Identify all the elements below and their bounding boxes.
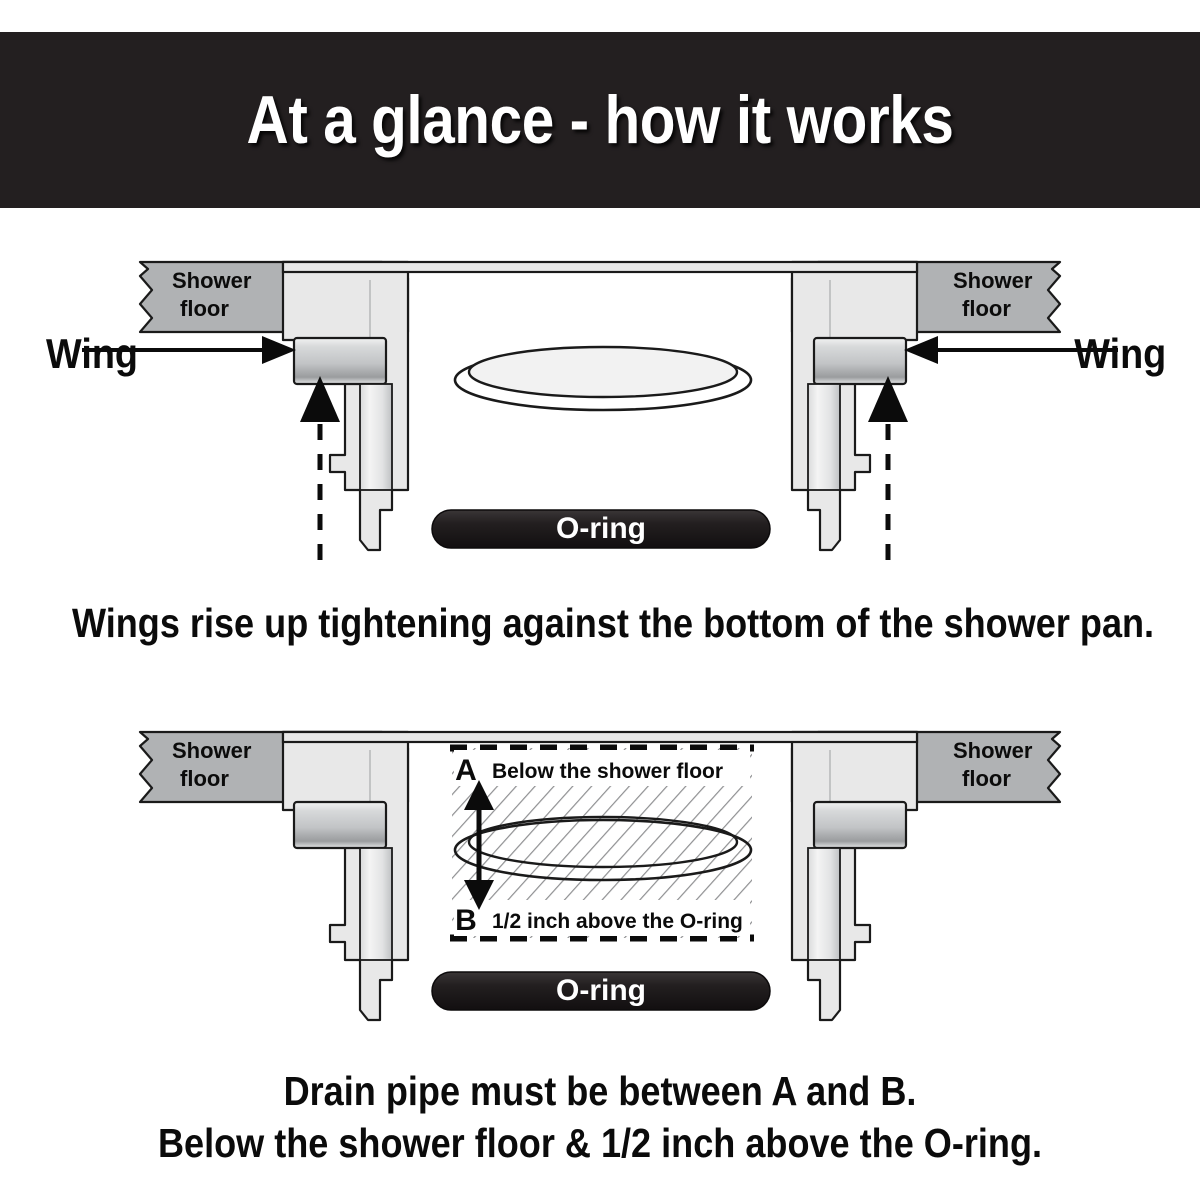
marker-b-letter: B	[455, 904, 477, 937]
wing-left-2	[292, 800, 388, 850]
drain-pipe-opening	[453, 345, 753, 412]
diagram-wings-up: Shower floor Shower floor	[82, 260, 1118, 560]
wing-post-right	[807, 383, 841, 491]
wing-right-2	[812, 800, 908, 850]
o-ring-label-2: O-ring	[556, 974, 646, 1007]
header-band: At a glance - how it works	[0, 32, 1200, 208]
shower-floor-left-2-line2: floor	[180, 766, 229, 791]
shower-floor-left-line1: Shower	[172, 268, 252, 293]
shower-floor-left-line2: floor	[180, 296, 229, 321]
shower-floor-right-line1: Shower	[953, 268, 1033, 293]
marker-b: B 1/2 inch above the O-ring	[455, 904, 743, 937]
pipe-height-measure-arrow	[464, 780, 494, 910]
wing-right	[812, 336, 908, 386]
drain-flange-top-2	[281, 730, 919, 744]
page-title: At a glance - how it works	[246, 82, 954, 158]
caption-wings-rise: Wings rise up tightening against the bot…	[72, 600, 1155, 646]
marker-b-text: 1/2 inch above the O-ring	[492, 910, 743, 933]
shower-floor-right-2-line2: floor	[962, 766, 1011, 791]
caption-drain-pipe-between: Drain pipe must be between A and B.	[283, 1068, 917, 1114]
shower-floor-right-2-line1: Shower	[953, 738, 1033, 763]
marker-a-text: Below the shower floor	[492, 760, 723, 783]
wing-post-right-2	[807, 847, 841, 961]
wing-pointer-arrow-left	[82, 336, 296, 364]
wing-left	[292, 336, 388, 386]
marker-a: A Below the shower floor	[455, 754, 723, 787]
drain-flange-top	[281, 260, 919, 274]
shower-floor-right-line2: floor	[962, 296, 1011, 321]
wing-rise-arrow-left	[300, 376, 340, 560]
pipe-height-zone	[450, 744, 754, 942]
wing-rise-arrow-right	[868, 376, 908, 560]
o-ring-2: O-ring	[431, 971, 771, 1011]
o-ring-label: O-ring	[556, 512, 646, 545]
wing-label-left: Wing	[46, 330, 139, 377]
diagram-pipe-height: Shower floor Shower floor	[138, 730, 1062, 1022]
drain-pipe-opening-2	[453, 815, 753, 882]
marker-a-letter: A	[455, 754, 477, 787]
shower-floor-left-2-line1: Shower	[172, 738, 252, 763]
caption-below-floor-above-oring: Below the shower floor & 1/2 inch above …	[157, 1120, 1043, 1166]
o-ring: O-ring	[431, 509, 771, 549]
wing-pointer-arrow-right	[904, 336, 1118, 364]
wing-label-right: Wing	[1073, 330, 1166, 377]
wing-post-left-2	[359, 847, 393, 961]
wing-post-left	[359, 383, 393, 491]
